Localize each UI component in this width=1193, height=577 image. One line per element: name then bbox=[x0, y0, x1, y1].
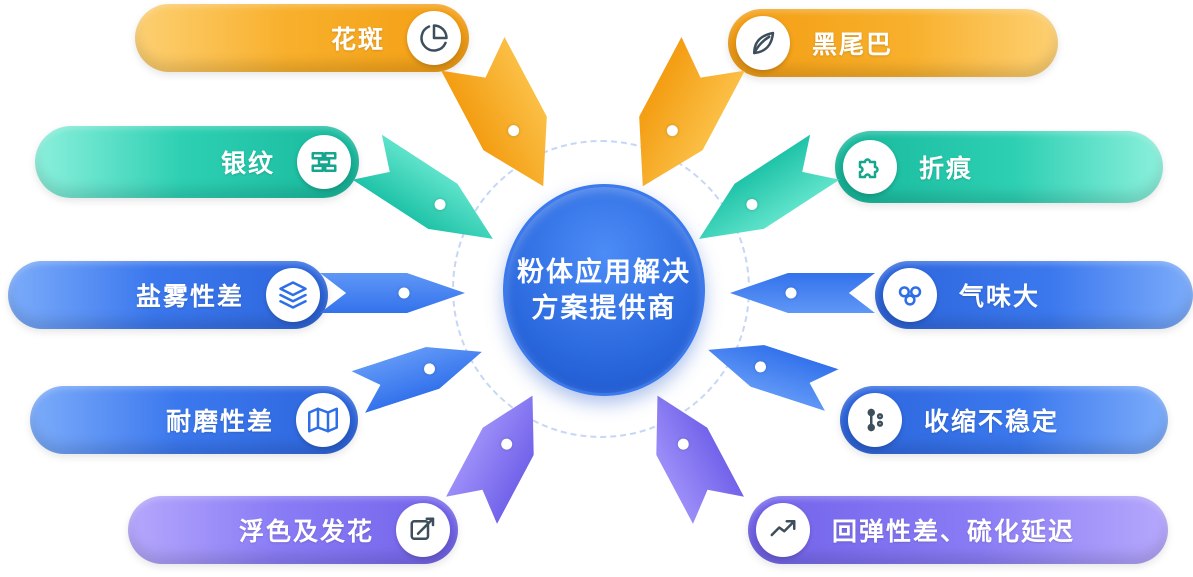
connector-dot bbox=[432, 197, 447, 212]
trend-line-icon bbox=[756, 503, 810, 557]
pill-label: 盐雾性差 bbox=[135, 283, 244, 311]
flow-dots-icon bbox=[848, 393, 902, 447]
connector-dot bbox=[499, 436, 514, 451]
connector-dot bbox=[753, 360, 767, 374]
pill-label: 浮色及发花 bbox=[238, 518, 374, 546]
pill-yinwen: 银纹 bbox=[35, 126, 359, 198]
connector-dot bbox=[398, 287, 410, 299]
pill-huaban: 花斑 bbox=[135, 4, 469, 72]
layers-icon bbox=[266, 268, 320, 322]
puzzle-icon bbox=[843, 140, 897, 194]
connector-dot bbox=[785, 288, 796, 299]
connector-dot bbox=[506, 123, 521, 138]
connector-dot bbox=[676, 436, 691, 451]
leaf-icon bbox=[736, 16, 790, 70]
pill-label: 气味大 bbox=[959, 283, 1041, 311]
connector-arrow-mid-left bbox=[320, 273, 465, 313]
pill-label: 折痕 bbox=[919, 155, 974, 183]
connector-dot bbox=[744, 197, 759, 212]
pie-chart-icon bbox=[407, 11, 461, 65]
center-title-line1: 粉体应用解决 bbox=[517, 256, 691, 287]
pill-label: 收缩不稳定 bbox=[924, 408, 1060, 436]
pill-label: 回弹性差、硫化延迟 bbox=[832, 518, 1076, 546]
trend-box-icon bbox=[396, 503, 450, 557]
connector-arrow-mid-right bbox=[730, 273, 875, 313]
pill-label: 花斑 bbox=[330, 26, 385, 54]
pill-huitan: 回弹性差、硫化延迟 bbox=[748, 496, 1168, 564]
bubbles-icon bbox=[883, 268, 937, 322]
bricks-icon bbox=[297, 135, 351, 189]
pill-shousuo: 收缩不稳定 bbox=[840, 386, 1168, 454]
connector-dot bbox=[665, 123, 680, 138]
pill-qiwei: 气味大 bbox=[875, 261, 1193, 329]
pill-yanwu: 盐雾性差 bbox=[8, 261, 328, 329]
pill-fuse: 浮色及发花 bbox=[128, 496, 458, 564]
pill-naimo: 耐磨性差 bbox=[30, 386, 358, 454]
map-icon bbox=[296, 393, 350, 447]
pill-label: 银纹 bbox=[220, 150, 275, 178]
pill-zhehen: 折痕 bbox=[835, 131, 1163, 203]
center-title-line2: 方案提供商 bbox=[531, 293, 677, 323]
pill-heiweiba: 黑尾巴 bbox=[728, 9, 1058, 77]
connector-dot bbox=[423, 362, 437, 376]
pill-label: 耐磨性差 bbox=[165, 408, 274, 436]
pill-label: 黑尾巴 bbox=[812, 31, 894, 59]
center-circle: 粉体应用解决 方案提供商 bbox=[503, 184, 705, 396]
